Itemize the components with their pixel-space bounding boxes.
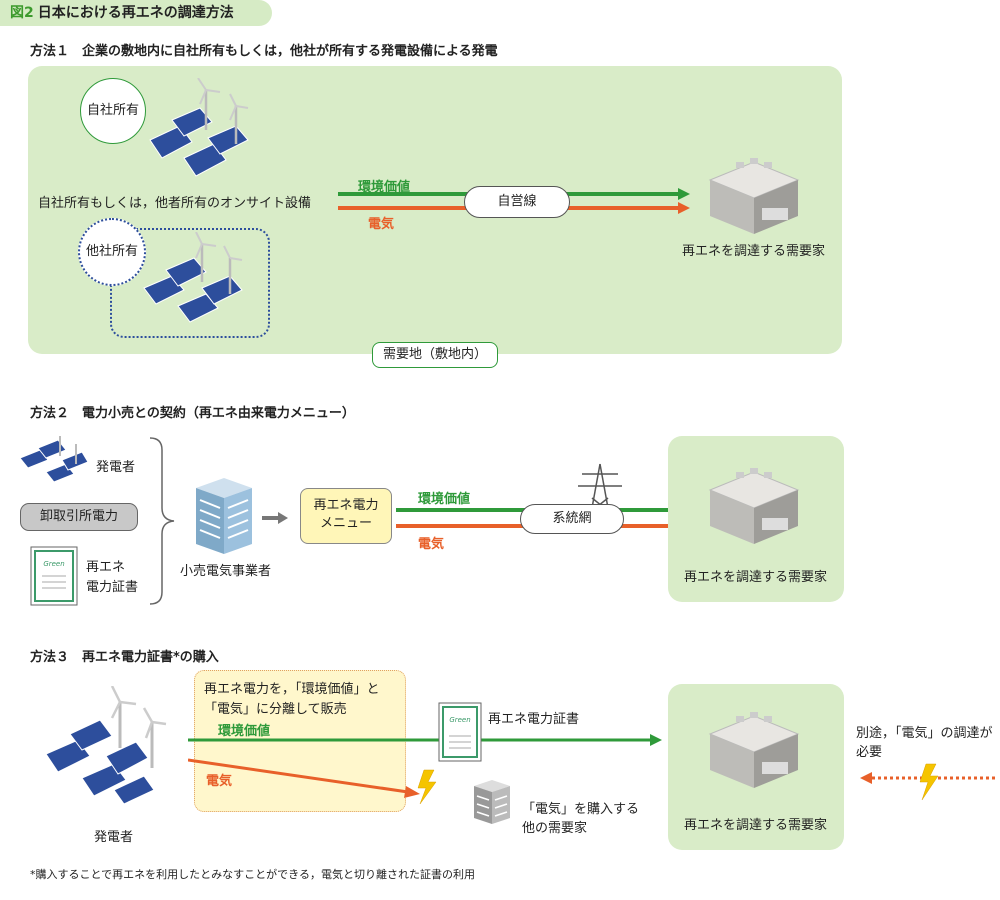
certificate-icon: Green bbox=[30, 546, 78, 606]
gray-arrow-icon bbox=[262, 512, 288, 524]
electricity-label: 電気 bbox=[368, 217, 395, 232]
other-label: 他社所有 bbox=[85, 244, 138, 259]
solar-wind-icon bbox=[143, 232, 243, 323]
wholesale-label: 卸取引所電力 bbox=[39, 509, 118, 524]
solar-wind-icon bbox=[149, 78, 249, 177]
own-label: 自社所有 bbox=[86, 103, 139, 118]
cert-label: 再エネ電力証書 bbox=[488, 712, 580, 727]
wholesale-box: 卸取引所電力 bbox=[20, 503, 138, 531]
own-badge: 自社所有 bbox=[80, 78, 146, 144]
site-label-box: 需要地（敷地内） bbox=[372, 342, 498, 368]
site-label: 需要地（敷地内） bbox=[382, 347, 487, 362]
building-icon bbox=[708, 712, 800, 788]
env-value-label: 環境価値 bbox=[418, 492, 471, 507]
consumer-label: 再エネを調達する需要家 bbox=[684, 570, 828, 585]
menu-line2: メニュー bbox=[319, 516, 372, 531]
method1-heading: 方法１ 企業の敷地内に自社所有もしくは，他社が所有する発電設備による発電 bbox=[30, 44, 498, 59]
certificate-icon: Green bbox=[438, 702, 482, 762]
private-line-pill: 自営線 bbox=[464, 186, 570, 218]
retailer-label: 小売電気事業者 bbox=[180, 564, 272, 579]
method2-heading: 方法２ 電力小売との契約（再エネ由来電力メニュー） bbox=[30, 406, 355, 421]
solar-wind-icon bbox=[19, 436, 88, 483]
svg-text:Green: Green bbox=[449, 716, 470, 724]
electricity-label: 電気 bbox=[418, 537, 445, 552]
electricity-arrow bbox=[188, 758, 437, 805]
other-line1: 「電気」を購入する bbox=[522, 802, 640, 817]
env-value-label: 環境価値 bbox=[358, 180, 411, 195]
cert-line1: 再エネ bbox=[86, 560, 126, 575]
env-value-arrow bbox=[188, 734, 662, 746]
note-line2: 「電気」に分離して販売 bbox=[204, 702, 347, 717]
menu-box: 再エネ電力 メニュー bbox=[300, 488, 392, 544]
svg-text:Green: Green bbox=[43, 560, 64, 568]
electricity-label: 電気 bbox=[206, 774, 233, 789]
building-icon bbox=[708, 158, 800, 234]
grid-label: 系統網 bbox=[552, 511, 592, 526]
facility-label: 自社所有もしくは，他者所有のオンサイト設備 bbox=[38, 196, 312, 211]
menu-line1: 再エネ電力 bbox=[313, 498, 379, 513]
consumer-label: 再エネを調達する需要家 bbox=[682, 244, 826, 259]
env-value-label: 環境価値 bbox=[218, 724, 271, 739]
other-line2: 他の需要家 bbox=[522, 821, 588, 836]
generator-label: 発電者 bbox=[96, 460, 136, 475]
grid-pill: 系統網 bbox=[520, 504, 624, 534]
note-line1: 再エネ電力を，「環境価値」と bbox=[204, 682, 380, 697]
method3-heading: 方法３ 再エネ電力証書*の購入 bbox=[30, 650, 219, 665]
brace-icon bbox=[149, 437, 175, 605]
separate-line2: 必要 bbox=[856, 745, 883, 760]
footnote: *購入することで再エネを利用したとみなすことができる，電気と切り離された証書の利… bbox=[30, 868, 475, 881]
dotted-electricity-arrow bbox=[860, 763, 998, 801]
consumer-label: 再エネを調達する需要家 bbox=[684, 818, 828, 833]
separate-line1: 別途，「電気」の調達が bbox=[856, 726, 993, 741]
retailer-building-icon bbox=[196, 478, 252, 554]
solar-wind-icon bbox=[45, 686, 167, 805]
figure-number: 図2 bbox=[10, 5, 34, 21]
figure-title-text: 日本における再エネの調達方法 bbox=[37, 5, 234, 21]
generator-label: 発電者 bbox=[94, 830, 134, 845]
private-line-label: 自営線 bbox=[497, 194, 537, 209]
other-badge: 他社所有 bbox=[78, 218, 146, 286]
cert-line2: 電力証書 bbox=[86, 580, 139, 595]
other-building-icon bbox=[474, 780, 510, 824]
building-icon bbox=[708, 468, 800, 544]
